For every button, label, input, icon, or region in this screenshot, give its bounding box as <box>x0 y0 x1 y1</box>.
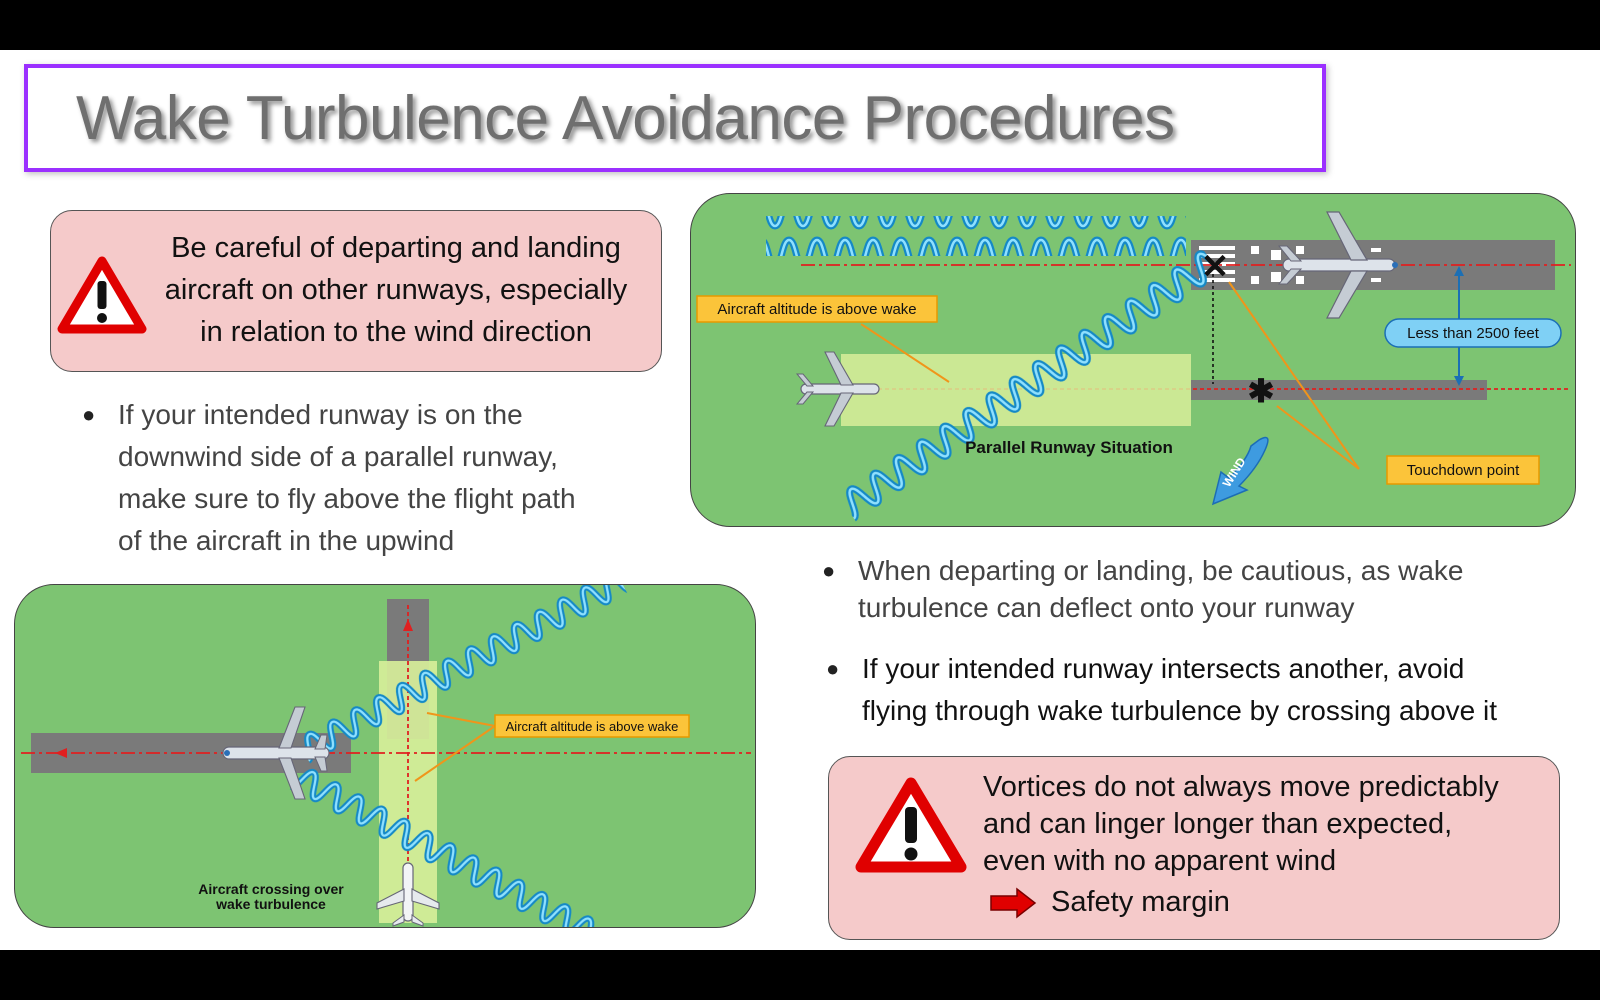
downwind-runway <box>1191 380 1487 400</box>
wind-arrow-icon: WIND <box>1211 436 1269 506</box>
wake-vortex-diagonal <box>836 245 1224 526</box>
touchdown-marker-upper: ✕ <box>1201 248 1230 286</box>
distance-label: Less than 2500 feet <box>1407 325 1540 342</box>
parallel-caption: Parallel Runway Situation <box>965 438 1173 457</box>
bullet-deflect: ● When departing or landing, be cautious… <box>822 552 1562 632</box>
lower-aircraft <box>795 351 880 427</box>
crossing-runway-illustration: Aircraft altitude is above wake Aircraft… <box>21 585 751 927</box>
title-box: Wake Turbulence Avoidance Procedures <box>24 64 1326 172</box>
bullet-line: make sure to fly above the flight path <box>118 483 576 514</box>
warning-text-top: Be careful of departing and landing airc… <box>141 227 651 353</box>
pointer-lines <box>860 281 1360 470</box>
departing-aircraft <box>222 706 330 800</box>
warning-box-bottom: Vortices do not always move predictably … <box>828 756 1560 940</box>
warning-bottom-line: and can linger longer than expected, <box>983 808 1453 840</box>
crossing-runway-diagram: Aircraft altitude is above wake Aircraft… <box>14 584 756 928</box>
warning-bottom-line: even with no apparent wind <box>983 845 1337 877</box>
altitude-label-box <box>696 295 938 323</box>
bullet-line: of the aircraft in the upwind <box>118 525 455 556</box>
altitude-label: Aircraft altitude is above wake <box>717 301 916 318</box>
crossing-altitude-label: Aircraft altitude is above wake <box>506 719 679 734</box>
warning-top-line: Be careful of departing and landing <box>171 232 621 264</box>
bullet-line: If your intended runway is on the <box>118 399 523 430</box>
crossing-altitude-label-box <box>494 714 690 738</box>
parallel-runway-illustration: ✕ ✱ <box>696 211 1571 526</box>
bullet-dot: ● <box>82 402 96 427</box>
warning-triangle-icon <box>57 256 147 334</box>
distance-label-box <box>1384 318 1562 348</box>
bullet-intersecting: ● If your intended runway intersects ano… <box>826 648 1576 738</box>
warning-text-bottom: Vortices do not always move predictably … <box>983 769 1553 921</box>
warning-triangle-icon <box>855 777 967 873</box>
touchdown-label: Touchdown point <box>1407 462 1520 479</box>
bullet-text: When departing or landing, be cautious, … <box>858 552 1464 626</box>
touchdown-marker-lower: ✱ <box>1248 373 1275 409</box>
crossing-caption-line: Aircraft crossing over <box>198 881 344 897</box>
departure-arrow <box>55 748 67 758</box>
slide: Wake Turbulence Avoidance Procedures Be … <box>0 50 1600 950</box>
bullet-parallel-runway: ● If your intended runway is on the down… <box>82 394 662 564</box>
warning-bottom-line: Vortices do not always move predictably <box>983 771 1499 803</box>
bullet-line: If your intended runway intersects anoth… <box>862 653 1465 684</box>
bullet-line: flying through wake turbulence by crossi… <box>862 695 1498 726</box>
bullet-line: turbulence can deflect onto your runway <box>858 592 1355 623</box>
page-title: Wake Turbulence Avoidance Procedures <box>76 83 1175 153</box>
crossing-pointer-lines <box>414 712 496 782</box>
safety-margin-row: Safety margin <box>983 884 1553 921</box>
crossing-arrow <box>403 619 413 631</box>
touchdown-label-box <box>1386 455 1540 485</box>
warning-box-top: Be careful of departing and landing airc… <box>50 210 662 372</box>
safety-margin-text: Safety margin <box>1051 886 1230 918</box>
warning-top-line: in relation to the wind direction <box>200 316 592 348</box>
warning-top-line: aircraft on other runways, especially <box>164 274 628 306</box>
wake-vortex-upper <box>766 216 1186 256</box>
wake-vortex-upper-branch <box>295 585 630 767</box>
crossing-caption-line: wake turbulence <box>215 896 326 912</box>
bullet-dot: ● <box>826 656 840 681</box>
bullet-dot: ● <box>822 558 836 583</box>
right-arrow-icon <box>990 886 1037 919</box>
crossing-aircraft <box>376 862 440 927</box>
bullet-line: downwind side of a parallel runway, <box>118 441 558 472</box>
wake-vortex-lower-branch <box>288 761 623 927</box>
bullet-text: If your intended runway is on the downwi… <box>118 394 576 562</box>
bullet-text: If your intended runway intersects anoth… <box>862 648 1497 732</box>
bullet-line: When departing or landing, be cautious, … <box>858 555 1464 586</box>
parallel-runway-diagram: ✕ ✱ <box>690 193 1576 527</box>
upper-aircraft <box>1277 211 1398 319</box>
